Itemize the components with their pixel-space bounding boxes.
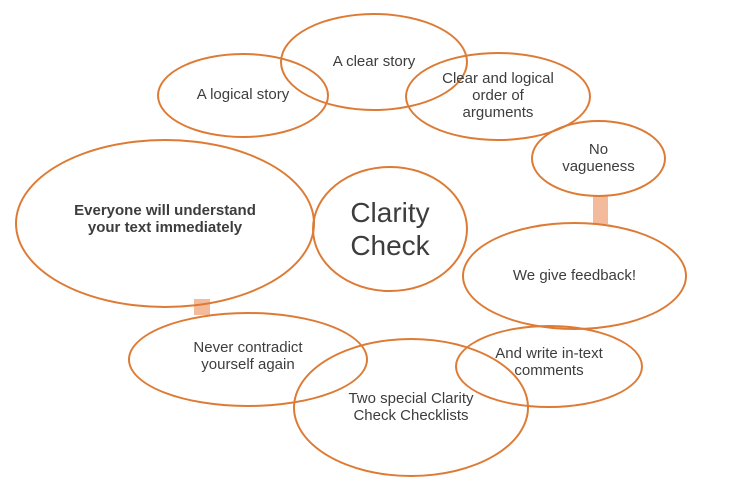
bubble-two-special-checklists: Two special Clarity Check Checklists xyxy=(293,338,529,477)
center-bubble-clarity-check: Clarity Check xyxy=(312,166,468,292)
diagram-title: Clarity Check xyxy=(350,196,430,261)
bubble-label: We give feedback! xyxy=(512,266,637,284)
connector-no-vagueness-to-feedback xyxy=(593,196,608,224)
bubble-label: Everyone will understand your text immed… xyxy=(74,201,256,236)
bubble-clear-and-logical-order: Clear and logical order of arguments xyxy=(405,52,591,141)
bubble-never-contradict: Never contradict yourself again xyxy=(128,312,368,407)
bubble-label: Never contradict yourself again xyxy=(193,339,303,373)
bubble-label: No vagueness xyxy=(562,140,635,175)
bubble-label: And write in-text comments xyxy=(495,344,603,379)
bubble-label: A logical story xyxy=(196,86,290,104)
bubble-everyone-will-understand: Everyone will understand your text immed… xyxy=(15,139,315,308)
bubble-label: A clear story xyxy=(332,52,416,70)
bubble-a-logical-story: A logical story xyxy=(157,53,329,138)
bubble-we-give-feedback: We give feedback! xyxy=(462,222,687,330)
bubble-no-vagueness: No vagueness xyxy=(531,120,666,197)
bubble-and-write-in-text-comments: And write in-text comments xyxy=(455,325,643,408)
bubble-label: Two special Clarity Check Checklists xyxy=(348,389,474,424)
bubble-label: Clear and logical order of arguments xyxy=(442,70,554,121)
